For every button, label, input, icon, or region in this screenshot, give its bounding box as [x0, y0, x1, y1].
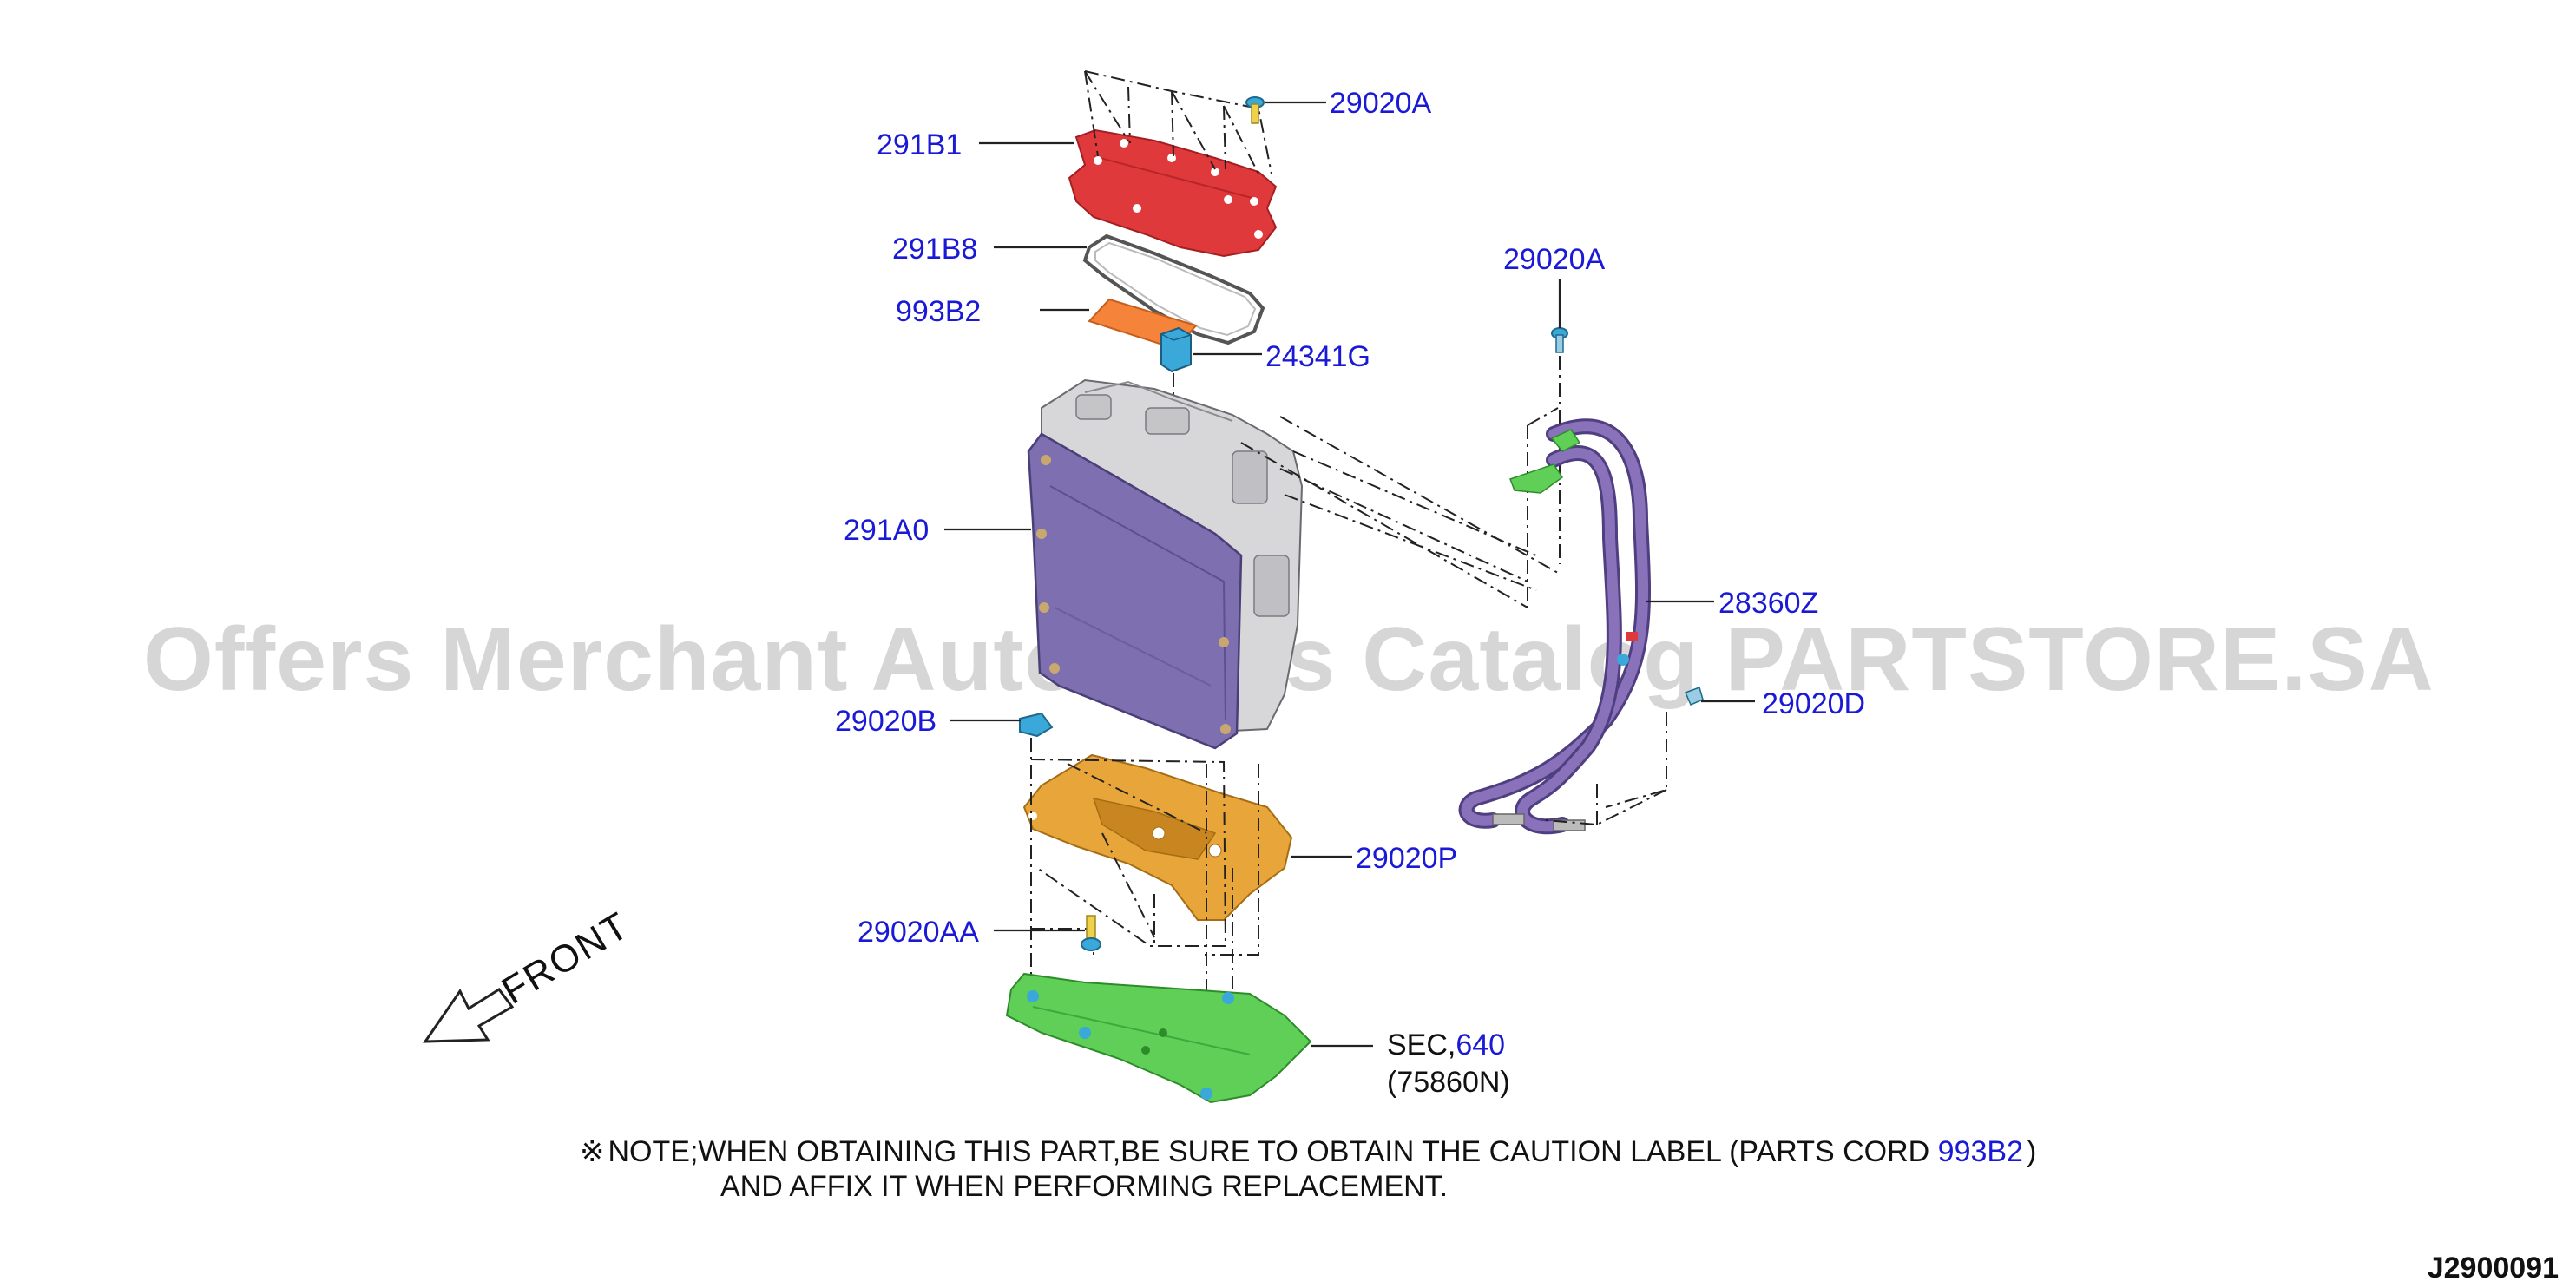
inverter-291A0-illustration[interactable] — [1027, 378, 1304, 750]
note-mark: ※ — [580, 1135, 605, 1168]
sec-reference: SEC,640 — [1387, 1028, 1505, 1061]
label-29020A-mid[interactable]: 29020A — [1503, 243, 1606, 276]
label-28360Z[interactable]: 28360Z — [1718, 587, 1818, 620]
sec-prefix: SEC, — [1387, 1028, 1456, 1061]
sec-sub-code: (75860N) — [1387, 1066, 1510, 1099]
label-29020P[interactable]: 29020P — [1356, 842, 1457, 875]
note-code-link[interactable]: 993B2 — [1938, 1135, 2023, 1168]
clip-29020D-icon[interactable] — [1685, 687, 1704, 706]
bolt-29020B-icon[interactable] — [1019, 712, 1054, 738]
label-29020A-top[interactable]: 29020A — [1330, 87, 1432, 120]
bolt-29020AA-icon[interactable] — [1081, 915, 1101, 951]
label-24341G[interactable]: 24341G — [1265, 340, 1370, 373]
gasket-291B8-illustration[interactable] — [1082, 233, 1265, 345]
front-label: FRONT — [495, 904, 637, 1012]
label-291B8[interactable]: 291B8 — [892, 233, 977, 266]
label-29020D[interactable]: 29020D — [1762, 687, 1865, 720]
diagram-code: J2900091 — [2428, 1252, 2559, 1285]
note-line-2: AND AFFIX IT WHEN PERFORMING REPLACEMENT… — [720, 1170, 1448, 1203]
note-line1-prefix: NOTE;WHEN OBTAINING THIS PART,BE SURE TO… — [608, 1135, 1938, 1168]
label-29020AA[interactable]: 29020AA — [858, 916, 979, 949]
bracket-29020P-illustration[interactable] — [1022, 753, 1293, 921]
label-993B2[interactable]: 993B2 — [896, 295, 981, 328]
label-291B1[interactable]: 291B1 — [877, 128, 962, 161]
label-29020B[interactable]: 29020B — [835, 705, 936, 738]
hose-28360Z-illustration[interactable] — [1458, 418, 1652, 835]
note-line1-suffix: ) — [2027, 1135, 2036, 1168]
shield-sec640-illustration[interactable] — [1005, 972, 1312, 1104]
bolt-29020A-mid-icon[interactable] — [1551, 327, 1568, 353]
note-line-1: ※NOTE;WHEN OBTAINING THIS PART,BE SURE T… — [580, 1135, 2036, 1168]
sec-number-link[interactable]: 640 — [1456, 1028, 1505, 1061]
front-arrow-icon — [423, 987, 515, 1043]
bolt-29020A-top-icon[interactable] — [1245, 96, 1265, 124]
cover-291B1-illustration[interactable] — [1068, 128, 1278, 258]
connector-24341G-illustration[interactable] — [1160, 326, 1192, 373]
label-291A0[interactable]: 291A0 — [844, 514, 929, 547]
